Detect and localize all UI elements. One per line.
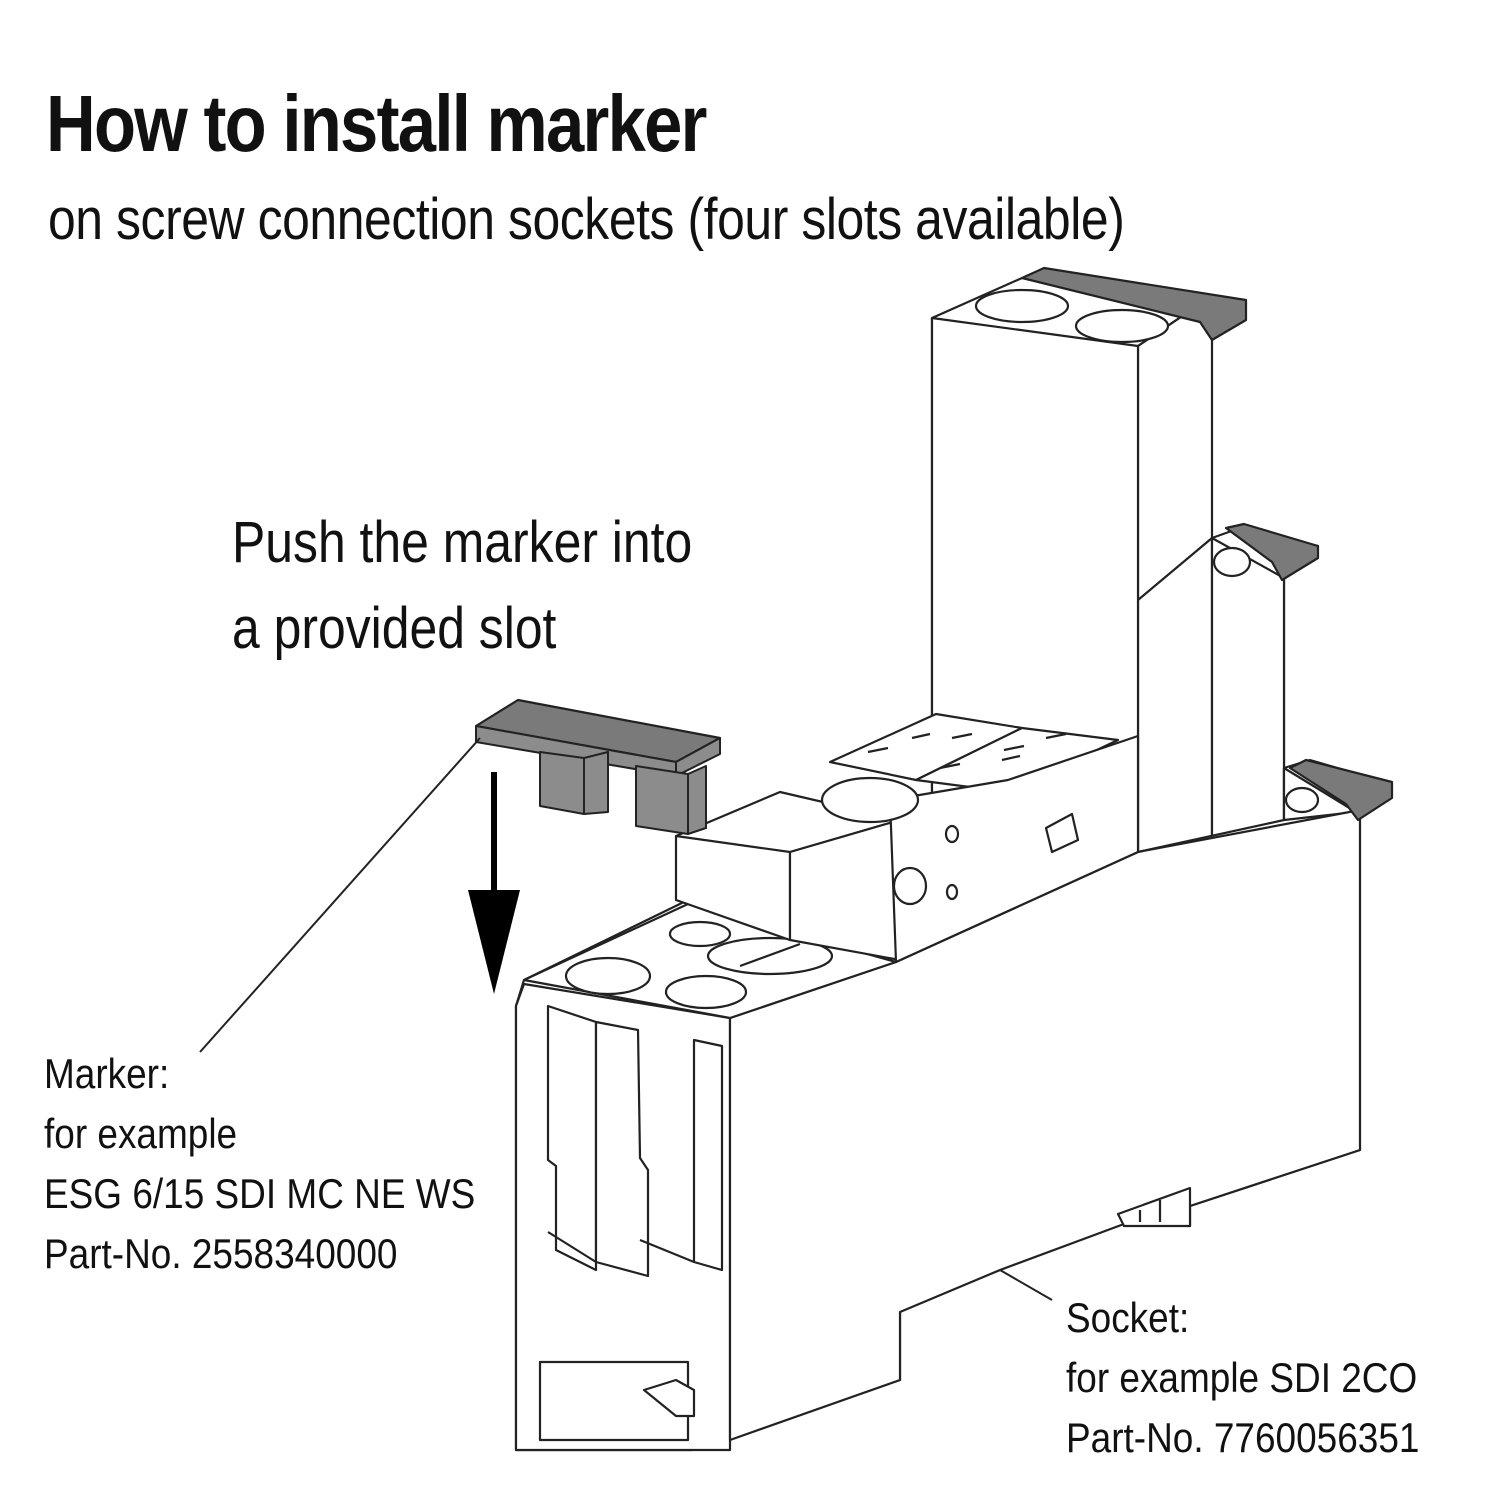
instruction-line-2: a provided slot xyxy=(232,596,557,661)
socket-heading: Socket: xyxy=(1066,1294,1190,1341)
socket-example: for example SDI 2CO xyxy=(1066,1354,1418,1401)
marker-example: for example xyxy=(44,1110,238,1157)
marker-leader-line xyxy=(199,737,481,1053)
marker-part-no: Part-No. 2558340000 xyxy=(44,1230,398,1277)
middle-step xyxy=(1210,526,1320,862)
page-title: How to install marker xyxy=(46,79,707,168)
instruction-text: Push the marker into a provided slot xyxy=(232,500,692,672)
down-arrow xyxy=(468,772,520,994)
marker-callout: Marker: for example ESG 6/15 SDI MC NE W… xyxy=(44,1044,475,1284)
instruction-line-1: Push the marker into xyxy=(232,510,693,575)
socket-part-no: Part-No. 7760056351 xyxy=(1066,1414,1420,1461)
installed-marker-tabs xyxy=(1020,266,1394,822)
loose-marker xyxy=(474,698,722,835)
page-subtitle: on screw connection sockets (four slots … xyxy=(48,187,1125,252)
marker-heading: Marker: xyxy=(44,1050,170,1097)
marker-product: ESG 6/15 SDI MC NE WS xyxy=(44,1170,476,1217)
front-terminal-top xyxy=(522,902,898,1020)
socket-callout: Socket: for example SDI 2CO Part-No. 776… xyxy=(1066,1288,1419,1468)
relay-contacts xyxy=(674,712,1140,964)
socket-leader-line xyxy=(999,1269,1053,1301)
front-slots xyxy=(538,1004,724,1442)
